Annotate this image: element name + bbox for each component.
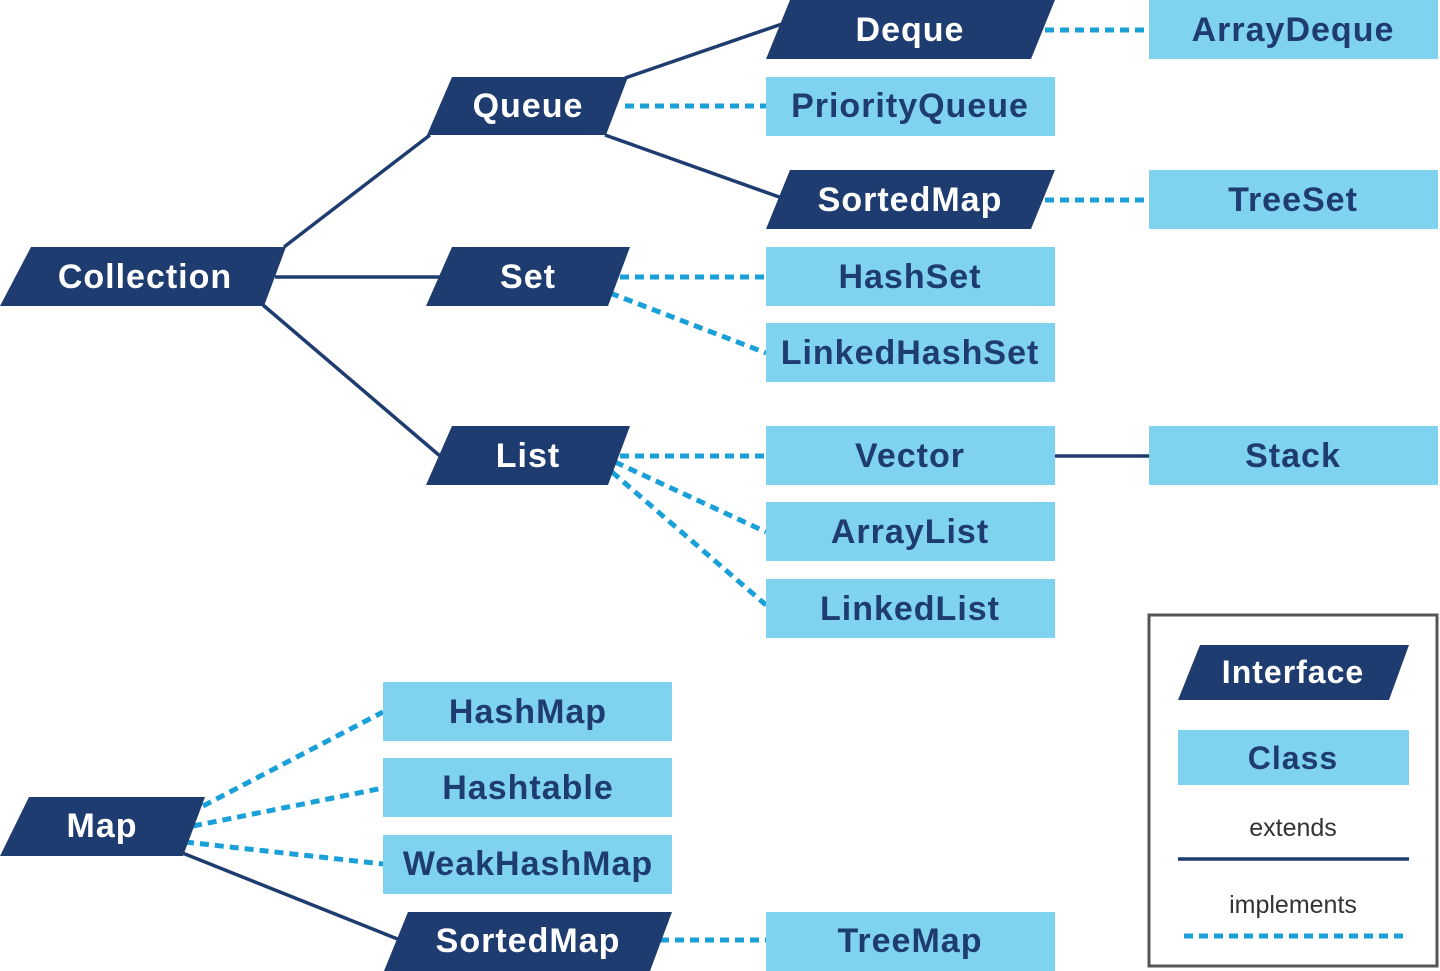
legend-extends-label: extends [1249, 814, 1337, 842]
edges-layer [179, 22, 1149, 943]
node-label: ArrayList [831, 513, 989, 551]
node-label: WeakHashMap [403, 845, 653, 883]
node-label: SortedMap [436, 922, 621, 960]
node-label: List [496, 437, 560, 475]
class-node-priorityqueue: PriorityQueue [766, 77, 1055, 136]
node-label: SortedMap [818, 181, 1003, 219]
edge-list-linkedlist [610, 470, 768, 607]
node-label: Collection [58, 258, 232, 296]
class-node-hashset: HashSet [766, 247, 1055, 306]
node-label: Vector [855, 437, 965, 475]
edge-set-linkedhashset [609, 290, 767, 356]
node-label: LinkedHashSet [781, 334, 1040, 372]
node-label: TreeSet [1228, 181, 1358, 219]
class-node-arraylist: ArrayList [766, 502, 1055, 561]
legend-implements-label: implements [1229, 891, 1357, 919]
edge-collection-list [261, 303, 442, 458]
node-label: LinkedList [820, 590, 1000, 628]
class-node-linkedlist: LinkedList [766, 579, 1055, 638]
node-label: Map [67, 807, 138, 845]
interface-node-queue: Queue [427, 77, 628, 135]
node-label: HashMap [449, 693, 607, 731]
node-label: Stack [1245, 437, 1341, 475]
interface-node-list: List [426, 426, 630, 485]
class-node-linkedhashset: LinkedHashSet [766, 323, 1055, 382]
class-node-vector: Vector [766, 426, 1055, 485]
interface-node-set: Set [426, 247, 630, 306]
node-label: PriorityQueue [791, 87, 1029, 125]
interface-node-map: Map [0, 797, 205, 856]
legend-interface-label: Interface [1222, 654, 1364, 690]
legend-class-swatch: Class [1178, 730, 1409, 785]
class-node-stack: Stack [1149, 426, 1438, 485]
edge-queue-sortedmap-top [604, 133, 783, 200]
interface-node-sortedmap-top: SortedMap [766, 170, 1055, 229]
node-label: Hashtable [442, 769, 614, 807]
edge-list-arraylist [613, 459, 768, 535]
edge-map-hashtable [192, 785, 384, 829]
interface-node-deque: Deque [766, 0, 1055, 59]
edge-map-sortedmap-bottom [179, 850, 401, 942]
class-node-hashmap: HashMap [383, 682, 672, 741]
node-label: TreeMap [838, 922, 983, 960]
node-label: Deque [856, 11, 965, 49]
node-label: Queue [473, 87, 584, 125]
legend: Interface Class extends implements [1147, 613, 1439, 968]
interface-node-sortedmap-bottom: SortedMap [384, 912, 672, 971]
interface-node-collection: Collection [0, 247, 286, 306]
edge-collection-queue [282, 133, 432, 249]
legend-interface-swatch: Interface [1178, 645, 1409, 700]
class-node-treeset: TreeSet [1149, 170, 1438, 229]
class-node-weakhashmap: WeakHashMap [383, 835, 672, 894]
edge-queue-deque [624, 22, 783, 80]
node-label: ArrayDeque [1192, 11, 1395, 49]
edge-map-weakhashmap [184, 839, 384, 867]
node-label: Set [500, 258, 556, 296]
class-node-hashtable: Hashtable [383, 758, 672, 817]
node-label: HashSet [838, 258, 981, 296]
class-node-arraydeque: ArrayDeque [1149, 0, 1438, 59]
legend-class-label: Class [1248, 740, 1338, 776]
edge-map-hashmap [201, 709, 385, 809]
class-node-treemap: TreeMap [766, 912, 1055, 971]
